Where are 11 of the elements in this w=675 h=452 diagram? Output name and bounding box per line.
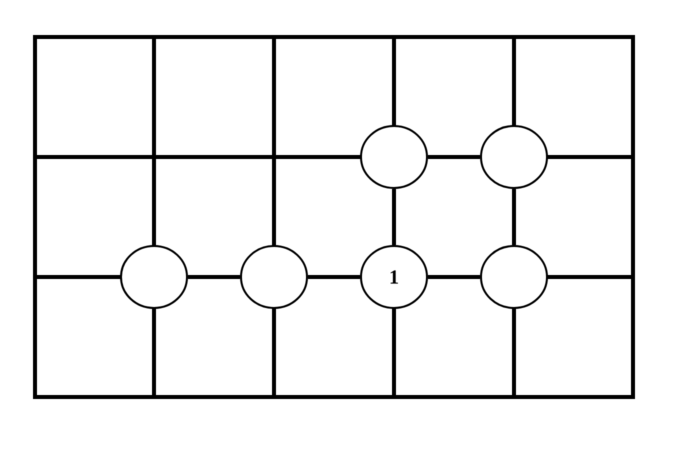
empty-circle (120, 245, 188, 309)
empty-circle (360, 125, 428, 189)
empty-circle (480, 245, 548, 309)
empty-circle (480, 125, 548, 189)
connector-line (308, 274, 360, 279)
connector-line (392, 189, 396, 245)
connector-line (428, 155, 480, 159)
connector-line (428, 274, 480, 279)
connector-line (512, 189, 516, 245)
empty-circle (240, 245, 308, 309)
connector-line (188, 274, 240, 279)
